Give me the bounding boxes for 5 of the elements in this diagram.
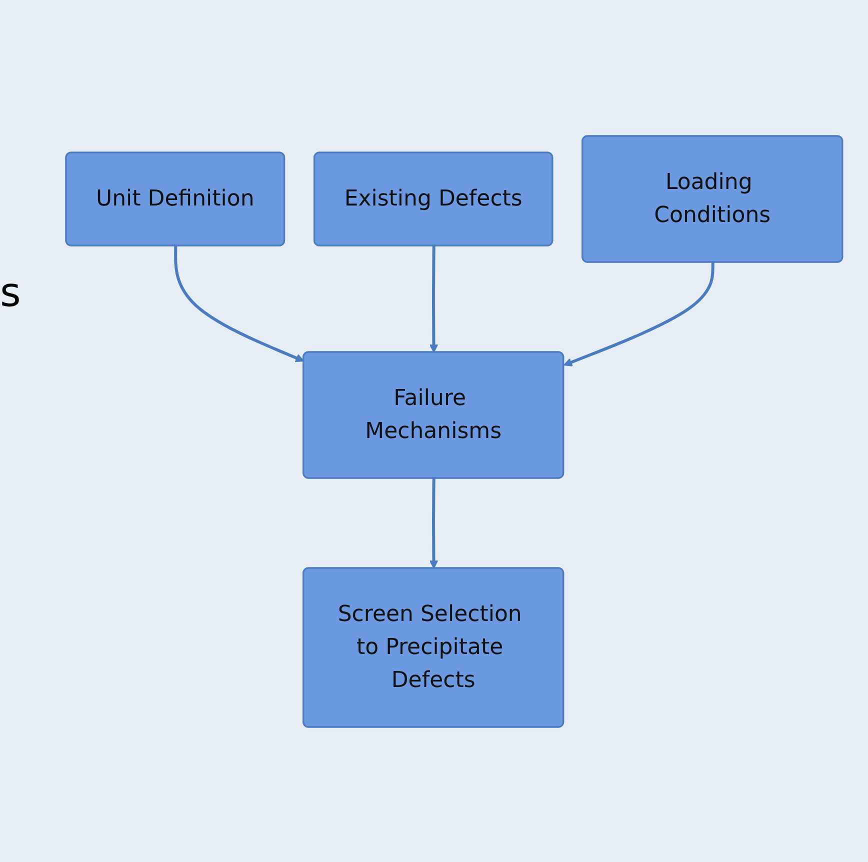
arrow — [429, 478, 438, 568]
text-fragment: s — [0, 270, 21, 316]
arrow — [563, 262, 714, 366]
arrow — [174, 245, 304, 362]
arrow — [429, 245, 438, 352]
